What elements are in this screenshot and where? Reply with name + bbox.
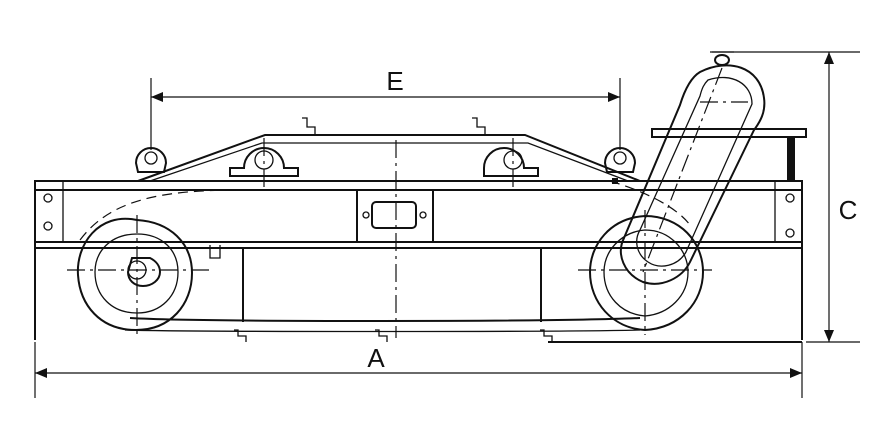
left-drum [67, 215, 210, 335]
dimension-e-label: E [386, 66, 403, 96]
junction-box [356, 189, 434, 243]
dimension-a-label: A [367, 343, 385, 373]
right-drum [578, 210, 712, 335]
mounting-brackets [209, 117, 553, 342]
conveyor-belt [79, 180, 691, 333]
bearing-block-left [229, 138, 299, 190]
lifting-lug-left [134, 147, 168, 173]
dimension-e: E [150, 66, 621, 150]
dimension-c: C [712, 51, 860, 343]
dimension-c-label: C [839, 195, 858, 225]
arm-support-bracket [612, 128, 807, 184]
top-cover [137, 134, 641, 182]
lifting-lug-right [603, 147, 637, 173]
bearing-block-right [483, 138, 539, 190]
dimension-a: A [34, 342, 803, 398]
